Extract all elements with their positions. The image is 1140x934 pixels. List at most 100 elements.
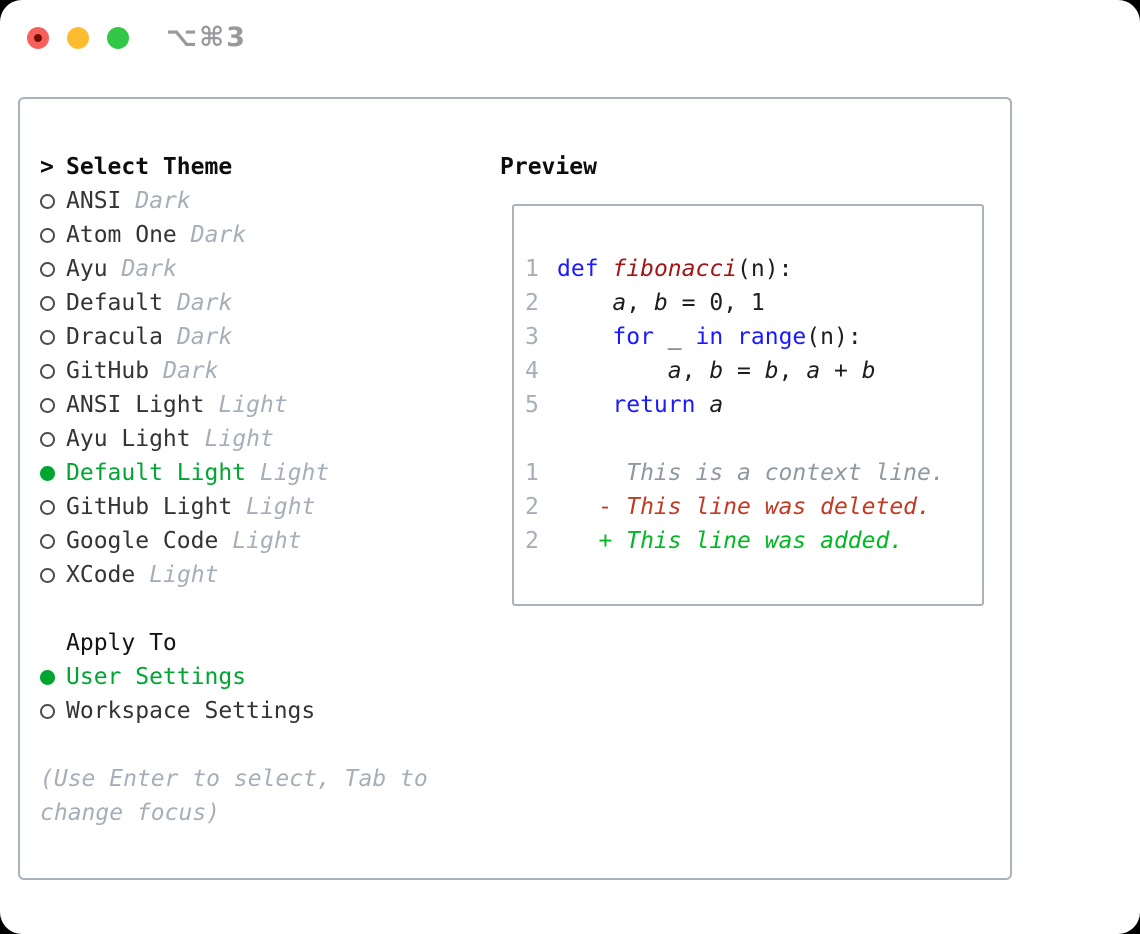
code-segment: = [723,358,765,384]
radio-icon [40,397,66,413]
apply-to-option[interactable]: User Settings [40,660,428,694]
option-label: Google Code [66,528,219,554]
diff-line: 2 - This line was deleted. [514,490,982,524]
code-segment: (n): [737,256,793,282]
theme-variant-label: Dark [176,324,233,350]
radio-icon [40,329,66,345]
code-segment: def [557,256,599,282]
theme-variant-label: Dark [176,290,233,316]
code-segment [599,256,613,282]
apply-to-header: Apply To [40,626,428,660]
code-segment: a [806,358,821,384]
code-segment [695,392,709,418]
radio-icon [40,227,66,243]
zoom-button[interactable] [107,27,129,49]
option-label: Atom One [66,222,177,248]
theme-variant-label: Light [149,562,219,588]
code-segment: b [653,290,668,316]
line-number: 3 [525,324,539,350]
code-segment: , [681,358,710,384]
radio-icon [40,363,66,379]
theme-variant-label: Dark [163,358,219,384]
option-label: Ayu Light [66,426,191,452]
code-segment: = 0, 1 [667,290,765,316]
option-label: Workspace Settings [66,698,316,724]
code-segment: in [695,324,724,350]
select-theme-title: Select Theme [66,154,233,180]
line-number: 2 [525,290,539,316]
theme-variant-label: Light [246,494,316,520]
theme-item[interactable]: Atom One Dark [40,218,428,252]
line-content: a, b = 0, 1 [557,286,765,320]
code-segment: This is a context line. [557,460,945,486]
line-content: + This line was added. [557,524,904,558]
select-theme-header: > Select Theme [40,150,428,184]
code-segment: , [626,290,654,316]
theme-variant-label: Dark [190,222,247,248]
theme-item[interactable]: XCode Light [40,558,428,592]
radio-icon [40,295,66,311]
option-label: Dracula [66,324,163,350]
diff-line: 2 + This line was added. [514,524,982,558]
code-segment: + This line was added. [557,528,904,554]
code-segment: _ [653,324,696,350]
theme-item[interactable]: Google Code Light [40,524,428,558]
window-title: ⌥⌘3 [166,22,247,53]
radio-icon [40,533,66,549]
option-label: User Settings [66,664,247,690]
code-segment: , [778,358,807,384]
option-label: ANSI Light [66,392,205,418]
line-number: 2 [525,528,539,554]
code-segment: (n): [806,324,862,350]
code-segment: a [709,392,724,418]
theme-item[interactable]: GitHub Dark [40,354,428,388]
line-content: def fibonacci(n): [557,252,792,286]
option-label: GitHub Light [66,494,233,520]
radio-icon [40,567,66,583]
code-segment: b [861,358,876,384]
option-label: XCode [66,562,136,588]
minimize-button[interactable] [67,27,89,49]
theme-variant-label: Dark [121,256,177,282]
title-bar: ⌥⌘3 [0,0,1140,76]
cursor-marker: > [40,154,54,180]
apply-to-option[interactable]: Workspace Settings [40,694,428,728]
line-content: This is a context line. [557,456,945,490]
spacer [40,728,428,762]
diff-preview: 1 This is a context line. 2 - This line w… [514,456,982,558]
code-segment [557,358,668,384]
theme-item[interactable]: Dracula Dark [40,320,428,354]
line-number: 4 [525,358,539,384]
code-segment: a [667,358,682,384]
code-line: 2 a, b = 0, 1 [514,286,982,320]
code-segment [723,324,737,350]
theme-variant-label: Light [232,528,302,554]
radio-icon [40,703,66,719]
theme-variant-label: Dark [135,188,191,214]
code-segment [557,392,612,418]
unsaved-dot-icon [34,34,42,42]
option-label: Default Light [66,460,247,486]
line-number: 1 [525,460,539,486]
code-segment: - This line was deleted. [557,494,931,520]
keyboard-hint: (Use Enter to select, Tab to change focu… [40,762,428,830]
option-label: GitHub [66,358,150,384]
code-segment [557,324,612,350]
code-segment [557,290,612,316]
close-button[interactable] [27,27,49,49]
code-segment: b [764,358,779,384]
theme-item[interactable]: GitHub Light Light [40,490,428,524]
